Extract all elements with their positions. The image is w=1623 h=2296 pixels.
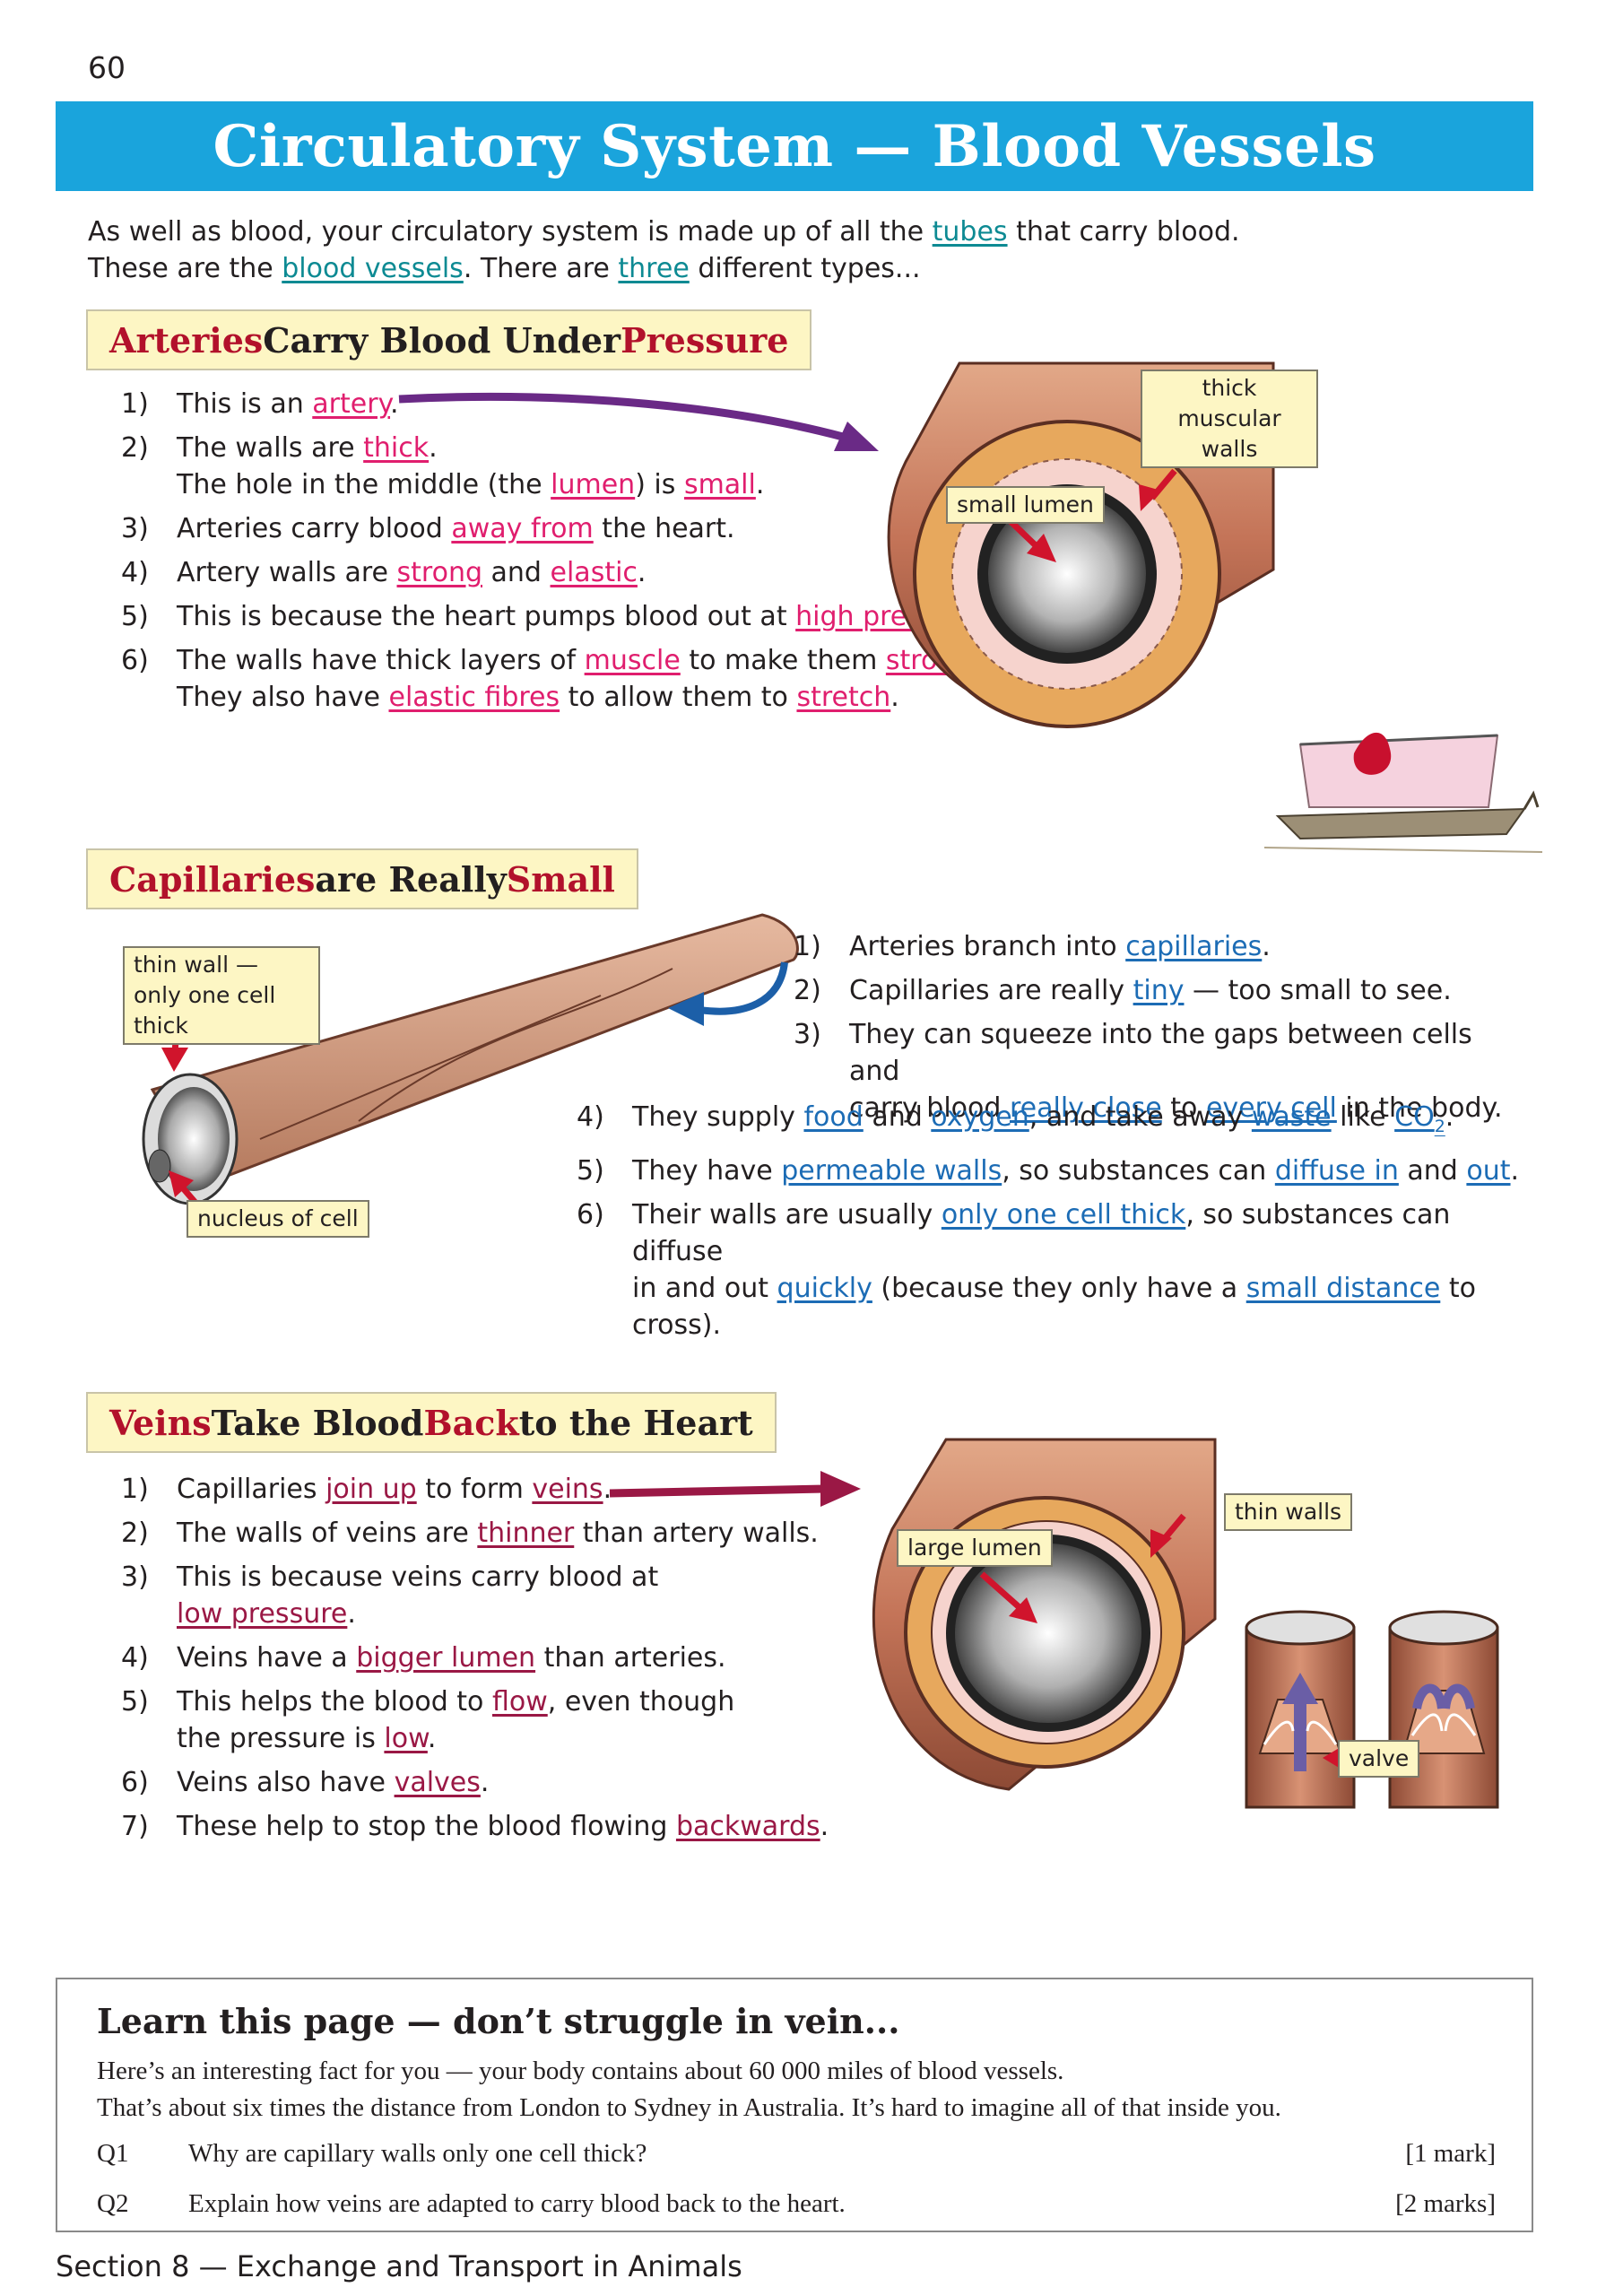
learn-box: Learn this page — don’t struggle in vein… [56, 1978, 1533, 2232]
page-number: 60 [88, 50, 126, 85]
list-item: 4)Veins have a bigger lumen than arterie… [121, 1642, 726, 1674]
label-nucleus-of-cell: nucleus of cell [187, 1200, 369, 1238]
list-item: 6)Veins also have valves. [121, 1767, 490, 1798]
list-item: 2)Capillaries are really tiny — too smal… [794, 975, 1452, 1006]
label-thin-walls: thin walls [1224, 1493, 1353, 1531]
keyword: blood vessels [282, 253, 464, 284]
list-item: 5)This helps the blood to flow, even tho… [121, 1686, 735, 1754]
list-item: 4)They supply food and oxygen, and take … [577, 1101, 1454, 1136]
veins-list: 1)Capillaries join up to form veins. 2)T… [121, 1471, 856, 1852]
valve-illustration [1245, 1610, 1499, 1809]
label-large-lumen: large lumen [897, 1529, 1053, 1567]
list-item: 3)Arteries carry blood away from the hea… [121, 513, 735, 544]
list-item: 1)Arteries branch into capillaries. [794, 931, 1271, 962]
capillaries-heading: Capillaries are Really Small [86, 848, 638, 909]
keyword: tubes [932, 216, 1008, 248]
veins-heading: Veins Take Blood Back to the Heart [86, 1392, 777, 1453]
list-item: 3)They can squeeze into the gaps between… [794, 1019, 1503, 1124]
list-item: 4)Artery walls are strong and elastic. [121, 557, 647, 588]
list-item: 1)This is an artery. [121, 388, 399, 420]
intro-line-1: As well as blood, your circulatory syste… [88, 216, 1240, 248]
label-valve: valve [1338, 1740, 1420, 1778]
list-item: 6)The walls have thick layers of muscle … [121, 645, 980, 713]
intro-line-2: These are the blood vessels. There are t… [88, 253, 921, 284]
list-item: 5)This is because the heart pumps blood … [121, 601, 987, 632]
ship-illustration [1263, 732, 1543, 853]
list-item: 6)Their walls are usually only one cell … [577, 1199, 1476, 1341]
intro-paragraph: As well as blood, your circulatory syste… [88, 213, 1523, 287]
arteries-list: 1)This is an artery. 2)The walls are thi… [121, 386, 1000, 723]
capillaries-list-b: 4)They supply food and oxygen, and take … [577, 1099, 1536, 1351]
list-item: 1)Capillaries join up to form veins. [121, 1474, 612, 1505]
capillaries-list-a: 1)Arteries branch into capillaries. 2)Ca… [794, 928, 1529, 1134]
label-thick-muscular-walls: thick muscular walls [1141, 370, 1318, 468]
list-item: 2)The walls are thick.The hole in the mi… [121, 432, 765, 500]
capillary-pointer-arrow [668, 961, 788, 1026]
label-small-lumen: small lumen [946, 486, 1105, 524]
learn-text: Here’s an interesting fact for you — you… [97, 2057, 1281, 2122]
label-thin-wall: thin wall — only one cell thick [123, 946, 320, 1045]
list-item: 7)These help to stop the blood flowing b… [121, 1811, 829, 1842]
title-banner: Circulatory System — Blood Vessels [56, 101, 1533, 191]
artery-pointer-arrow [398, 392, 879, 451]
arteries-heading: Arteries Carry Blood Under Pressure [86, 309, 812, 370]
vein-illustration [872, 1438, 1217, 1791]
list-item: 2)The walls of veins are thinner than ar… [121, 1518, 819, 1549]
list-item: 5)They have permeable walls, so substanc… [577, 1155, 1520, 1187]
page-title: Circulatory System — Blood Vessels [213, 112, 1376, 180]
vein-pointer-arrow [609, 1471, 861, 1507]
keyword: three [618, 253, 690, 284]
footer-section-label: Section 8 — Exchange and Transport in An… [56, 2249, 742, 2283]
learn-title: Learn this page — don’t struggle in vein… [97, 2001, 900, 2041]
